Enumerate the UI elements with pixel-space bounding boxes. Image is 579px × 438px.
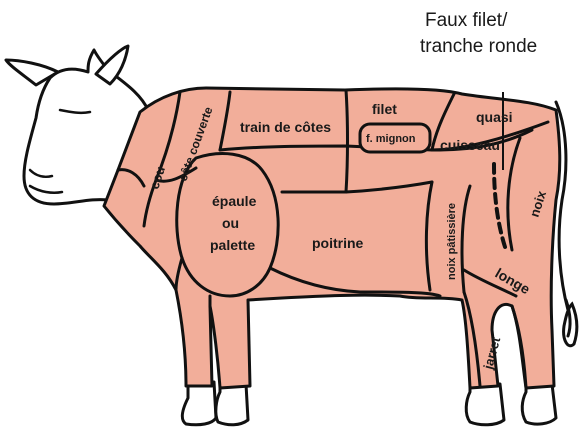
label-poitrine: poitrine — [312, 235, 364, 251]
label-quasi: quasi — [476, 109, 513, 125]
label-filet: filet — [372, 101, 397, 117]
callout-line-2: tranche ronde — [420, 36, 537, 57]
label-palette: palette — [210, 237, 255, 253]
label-ou: ou — [222, 215, 239, 231]
label-epaule: épaule — [212, 193, 257, 209]
label-f-mignon: f. mignon — [366, 133, 416, 145]
cow-hooves — [182, 382, 556, 425]
label-noix-patissiere: noix pâtissière — [446, 203, 458, 280]
label-train-de-cotes: train de côtes — [240, 119, 331, 135]
callout-line-1: Faux filet/ — [425, 10, 508, 31]
label-cuisseau: cuisseau — [440, 137, 500, 153]
